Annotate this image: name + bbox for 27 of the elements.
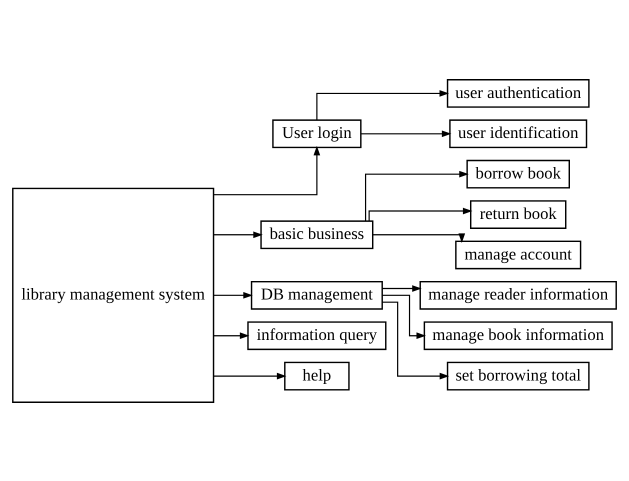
arrow: [214, 145, 320, 195]
node-box: information query: [247, 320, 386, 350]
node-box: manage account: [455, 240, 582, 269]
node-box: library management system: [12, 187, 214, 402]
node-box: DB management: [250, 280, 383, 310]
node-box: user identification: [449, 118, 588, 148]
arrow: [364, 170, 469, 221]
node-box: User login: [272, 118, 362, 148]
arrow: [372, 232, 466, 242]
arrow: [382, 284, 422, 292]
node-box: manage reader information: [420, 280, 617, 310]
arrow: [214, 332, 250, 339]
node-box: user authentication: [446, 78, 590, 108]
node-box: help: [284, 361, 350, 390]
node-box: return book: [470, 200, 566, 228]
arrow: [382, 294, 426, 339]
arrow: [214, 292, 253, 298]
arrow: [214, 372, 286, 379]
arrow: [361, 130, 452, 137]
arrow: [316, 90, 450, 120]
node-box: borrow book: [466, 159, 570, 188]
arrow: [368, 207, 472, 220]
arrow: [214, 230, 263, 238]
arrow: [382, 301, 450, 379]
node-box: set borrowing total: [446, 361, 590, 390]
node-box: manage book information: [424, 320, 613, 350]
node-box: basic business: [260, 220, 374, 249]
